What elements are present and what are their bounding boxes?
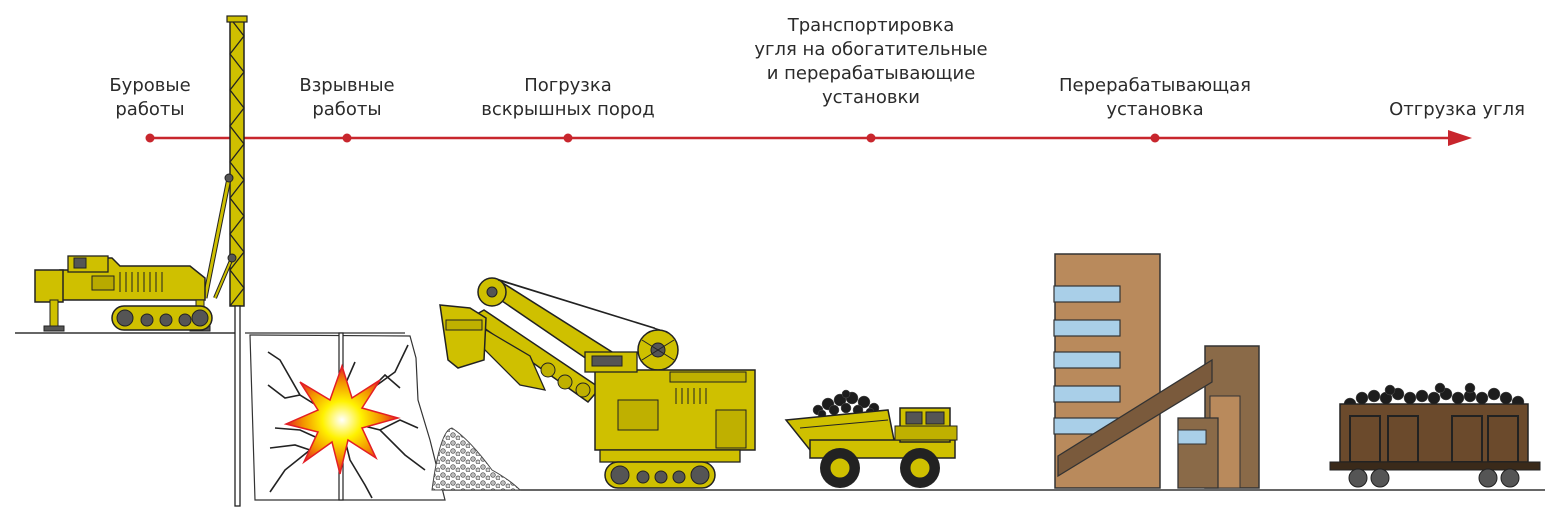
stage-label-line: вскрышных пород (481, 99, 655, 120)
stage-label-line: Погрузка (524, 75, 612, 96)
stage-label-shipping: Отгрузка угля (1389, 98, 1525, 122)
timeline-dot-drilling (145, 133, 155, 143)
stage-label-line: работы (312, 99, 382, 120)
stage-label-line: Буровые (109, 75, 191, 96)
stage-label-line: установка (1106, 99, 1204, 120)
timeline (145, 130, 1472, 146)
stage-label-line: Транспортировка (787, 15, 955, 36)
stage-label-blasting: Взрывные работы (299, 74, 394, 122)
stage-label-line: Отгрузка угля (1389, 99, 1525, 120)
timeline-dot-processing (1150, 133, 1160, 143)
coal-wagon-icon (1329, 382, 1541, 488)
drilling-rig-icon (34, 15, 248, 507)
stage-label-line: Взрывные (299, 75, 395, 96)
explosion-icon (249, 332, 446, 501)
stage-label-drilling: Буровые работы (109, 74, 190, 122)
dump-truck-icon (784, 389, 958, 488)
stage-label-line: работы (115, 99, 185, 120)
stage-label-transport: Транспортировка угля на обогатительные и… (754, 14, 987, 110)
processing-plant-icon (1053, 253, 1260, 489)
ground (15, 332, 1545, 491)
timeline-arrowhead (1448, 130, 1472, 146)
stage-label-line: установки (821, 87, 921, 108)
stage-label-line: Перерабатывающая (1059, 75, 1251, 96)
stage-label-overburden: Погрузка вскрышных пород (481, 74, 655, 122)
stage-label-line: угля на обогатительные (754, 39, 988, 60)
timeline-dot-overburden (563, 133, 573, 143)
excavator-icon (431, 277, 756, 491)
timeline-dot-blasting (342, 133, 352, 143)
timeline-dot-transport (866, 133, 876, 143)
stage-label-line: и перерабатывающие (766, 63, 976, 84)
stage-label-processing: Перерабатывающая установка (1059, 74, 1251, 122)
